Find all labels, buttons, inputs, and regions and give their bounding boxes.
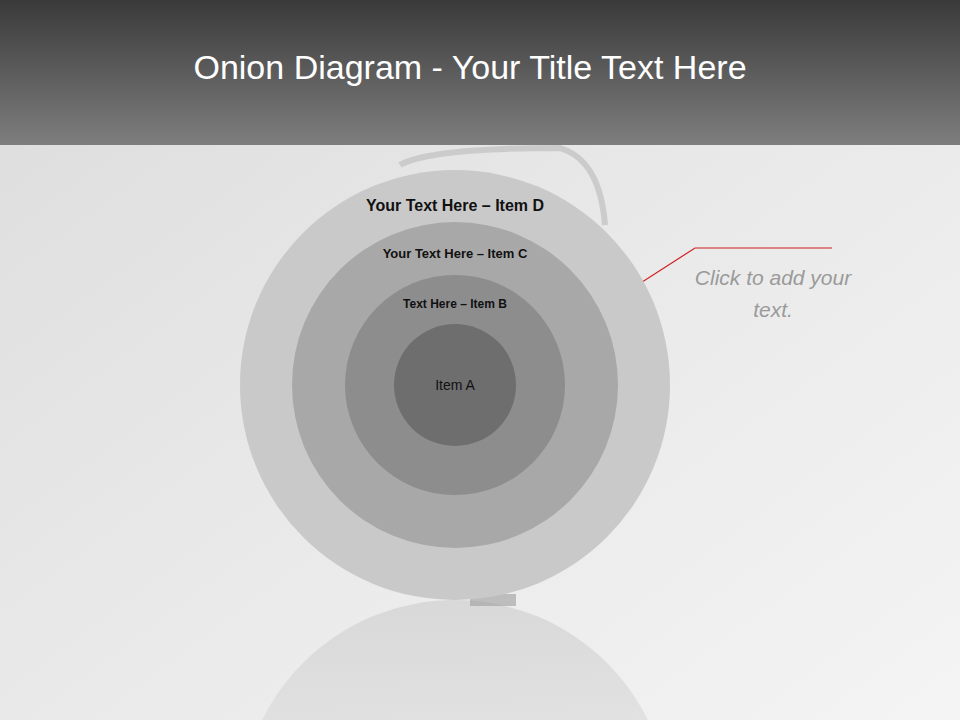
callout-text: Click to add your text. [693, 262, 853, 326]
circle-fill [345, 275, 565, 495]
title-bar [0, 0, 960, 145]
ring-label: Text Here – Item B [345, 298, 565, 312]
ring: Item A Text Here – Item B Your Text Here –… [292, 222, 618, 548]
ring-label: Your Text Here – Item C [292, 247, 618, 262]
circle-fill [240, 170, 670, 600]
ring: Item A Text Here – Item B [345, 275, 565, 495]
core-label: Item A [394, 377, 516, 393]
ring-label: Your Text Here – Item D [240, 197, 670, 215]
reflection [240, 600, 670, 720]
slide-title: Onion Diagram - Your Title Text Here [0, 48, 940, 87]
outer-ring: Item A Text Here – Item B Your Text Here –… [240, 170, 670, 600]
circle-fill [394, 324, 516, 446]
circle-fill [292, 222, 618, 548]
core-circle: Item A [394, 324, 516, 446]
